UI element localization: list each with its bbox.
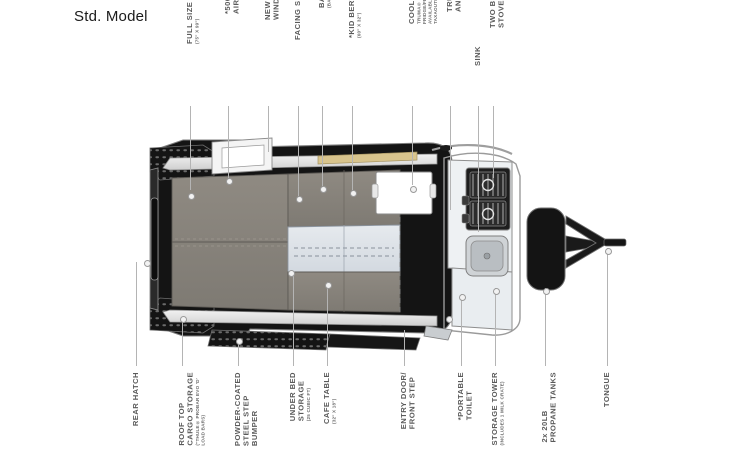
callout-label-storage-tower: STORAGE TOWER(INCLUDES 1 MILK CRATE)	[489, 372, 505, 446]
leader-line-two-burner-stove	[493, 106, 494, 178]
leader-line-propane-tanks	[545, 288, 546, 366]
callout-label-tongue: TONGUE	[601, 372, 611, 408]
dot-cooler-space	[409, 185, 417, 193]
callout-sublabel-cafe-table: (32" X 18")	[331, 398, 337, 425]
dot-roof-cargo	[179, 315, 187, 323]
dot-propane-tanks	[542, 287, 550, 295]
leader-line-portable-toilet	[461, 294, 462, 366]
dot-entry-door	[445, 315, 453, 323]
leader-line-truma-furnace	[450, 106, 451, 210]
callout-label-entry-door-front-step: ENTRY DOOR/FRONT STEP	[398, 372, 417, 430]
dot-kid-berths	[349, 189, 357, 197]
leader-line-sink	[478, 106, 479, 232]
leader-line-battery-storage	[322, 106, 323, 186]
leader-line-full-size-bed	[190, 106, 191, 190]
callout-sublabel-storage-tower: (INCLUDES 1 MILK CRATE)	[499, 381, 505, 446]
dot-rear-hatch	[143, 259, 151, 267]
dot-battery-storage	[319, 185, 327, 193]
dot-portable-toilet	[458, 293, 466, 301]
dot-full-size-bed	[187, 192, 195, 200]
dot-facing-seats	[295, 195, 303, 203]
dot-storage-tower	[492, 287, 500, 295]
leader-line-air-conditioner	[228, 106, 229, 178]
dot-bumper	[235, 337, 243, 345]
leader-line-powder-coated-bumper	[238, 340, 239, 366]
leader-line-entry-door-front-step	[404, 330, 405, 366]
leader-line-cafe-table	[327, 282, 328, 366]
leader-line-rear-hatch	[136, 262, 137, 366]
dot-under-bed	[287, 269, 295, 277]
leader-line-under-bed-storage	[293, 272, 294, 366]
page-title: Std. Model	[74, 8, 148, 25]
leader-line-roof-top-cargo	[182, 318, 183, 366]
leader-line-tongue	[607, 248, 608, 366]
leader-line-cooler-space	[412, 106, 413, 185]
leader-line-facing-seats	[298, 106, 299, 196]
dot-air-conditioner	[225, 177, 233, 185]
leader-line-kid-berths	[352, 106, 353, 190]
callout-sublabel-roof-top-cargo: ("THULE® PROBAR EVO 'D'LOAD BARS)	[194, 378, 206, 446]
dot-tongue	[604, 247, 612, 255]
callout-label-cafe-table: CAFE TABLE(32" X 18")	[321, 372, 337, 425]
dot-cafe-table	[324, 281, 332, 289]
leader-line-storage-tower	[495, 288, 496, 366]
callout-label-rear-hatch: REAR HATCH	[130, 372, 140, 427]
leader-line-new-window-added	[268, 106, 269, 152]
callout-sublabel-under-bed-storage: (25 CUBIC FT)	[305, 387, 311, 422]
